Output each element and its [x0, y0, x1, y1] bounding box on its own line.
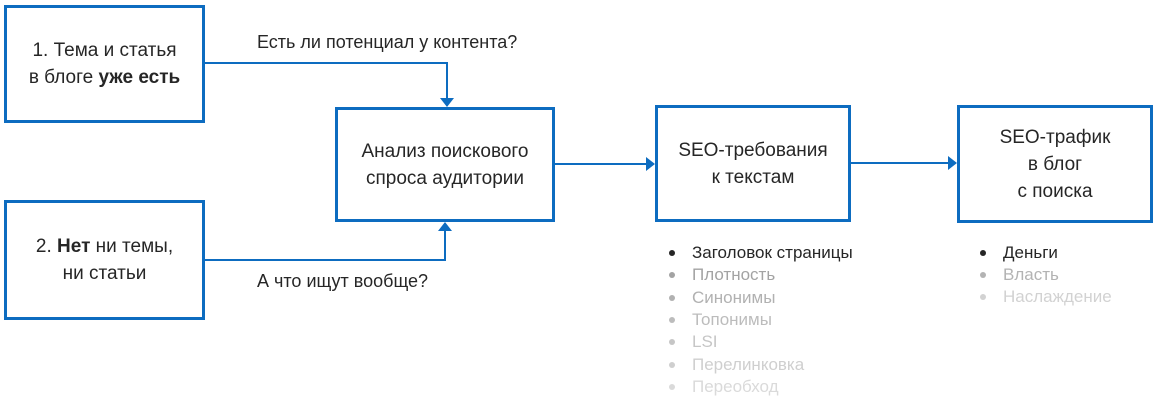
box-text-line: SEO-требования [678, 139, 828, 161]
bullet-icon [669, 339, 675, 346]
list-item-label: LSI [692, 332, 718, 352]
seo-requirements-list: Заголовок страницы Плотность Синонимы То… [669, 242, 853, 398]
arrowhead-up-icon [438, 222, 452, 231]
list-item: Переобход [669, 376, 853, 398]
traffic-goals-list: Деньги Власть Наслаждение [980, 242, 1112, 308]
list-item-label: Наслаждение [1003, 287, 1112, 306]
list-item-label: Переобход [692, 376, 779, 396]
bullet-icon [980, 272, 986, 278]
list-item: Синонимы [669, 287, 853, 309]
bullet-icon [669, 361, 675, 368]
connector-line [555, 163, 647, 165]
bullet-icon [669, 272, 675, 279]
list-item: LSI [669, 331, 853, 353]
arrowhead-down-icon [440, 98, 454, 107]
flow-box-seo-traffic: SEO-трафик в блог с поиска [957, 105, 1153, 223]
list-item: Топонимы [669, 309, 853, 331]
connector-line [444, 231, 446, 261]
edge-label-what-searched: А что ищут вообще? [257, 271, 429, 291]
flow-box-no-topic: 2. Нет ни темы, ни статьи [4, 200, 205, 320]
flow-box-seo-requirements: SEO-требования к текстам [655, 105, 851, 222]
list-item: Плотность [669, 264, 853, 286]
bullet-icon [980, 250, 986, 256]
list-item-label: Синонимы [692, 287, 776, 307]
edge-label-content-potential: Есть ли потенциал у контента? [257, 32, 518, 52]
box-text-line: Анализ поискового [361, 140, 529, 162]
box-text-line: к текстам [711, 166, 795, 188]
box-text-line: спроса аудитории [365, 167, 525, 189]
bullet-icon [669, 383, 675, 390]
connector-line [205, 62, 448, 64]
list-item: Наслаждение [980, 286, 1112, 308]
box-text-line: в блог [1027, 153, 1083, 175]
list-item: Заголовок страницы [669, 242, 853, 264]
list-item-label: Плотность [692, 265, 776, 285]
arrowhead-right-icon [948, 156, 957, 170]
list-item: Перелинковка [669, 353, 853, 375]
box-text-line: 1. Тема и статья [32, 40, 177, 61]
box-text-line: SEO-трафик [999, 126, 1111, 148]
list-item-label: Топонимы [692, 310, 772, 330]
list-item: Власть [980, 264, 1112, 286]
connector-line [446, 62, 448, 99]
bullet-icon [669, 294, 675, 301]
list-item-label: Заголовок страницы [692, 243, 853, 263]
box-text-line: с поиска [1017, 180, 1093, 202]
list-item-label: Власть [1003, 265, 1059, 284]
connector-line [205, 259, 446, 261]
flow-box-search-demand-analysis: Анализ поискового спроса аудитории [335, 107, 555, 222]
box-text-line: ни статьи [62, 263, 147, 284]
box-text-line: в блоге уже есть [28, 67, 181, 88]
list-item-label: Перелинковка [692, 354, 805, 374]
arrowhead-right-icon [646, 157, 655, 171]
flow-box-topic-exists: 1. Тема и статья в блоге уже есть [4, 5, 205, 123]
list-item-label: Деньги [1003, 243, 1058, 262]
list-item: Деньги [980, 242, 1112, 264]
box-text-line: 2. Нет ни темы, [35, 236, 174, 257]
connector-line [851, 162, 949, 164]
bullet-icon [669, 250, 675, 257]
bullet-icon [980, 294, 986, 300]
bullet-icon [669, 317, 675, 324]
